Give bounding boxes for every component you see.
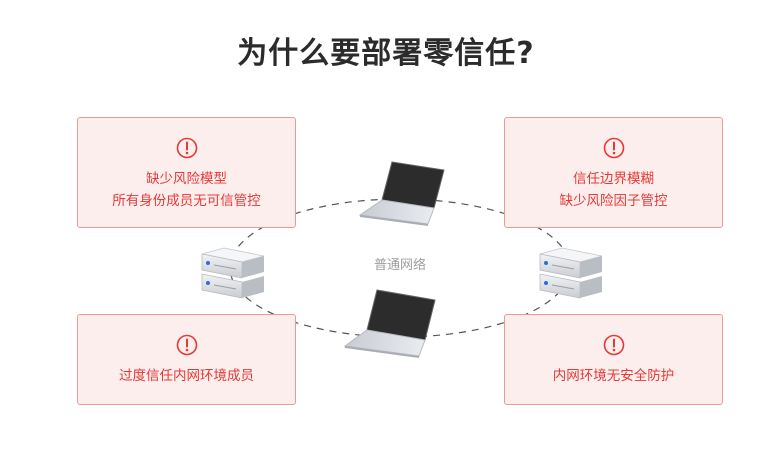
risk-card-bottom-right: 内网环境无安全防护 [504, 314, 723, 405]
server-icon [201, 247, 265, 299]
alert-circle-icon [176, 334, 197, 356]
card-text-line: 内网环境无安全防护 [552, 368, 675, 384]
server-icon [539, 247, 603, 299]
card-text-line: 所有身份成员无可信管控 [112, 193, 261, 209]
alert-circle-icon [603, 137, 624, 159]
risk-card-top-left: 缺少风险模型 所有身份成员无可信管控 [77, 117, 296, 228]
card-text-line: 缺少风险因子管控 [559, 193, 668, 209]
risk-card-top-right: 信任边界模糊 缺少风险因子管控 [504, 117, 723, 228]
card-text-line: 过度信任内网环境成员 [119, 368, 254, 384]
card-text-line: 信任边界模糊 [573, 171, 654, 187]
network-label: 普通网络 [373, 258, 426, 273]
alert-circle-icon [603, 334, 624, 356]
card-text-line: 缺少风险模型 [146, 171, 227, 187]
laptop-icon [343, 289, 436, 358]
risk-card-bottom-left: 过度信任内网环境成员 [77, 314, 296, 405]
laptop-icon [358, 161, 445, 226]
alert-circle-icon [176, 137, 197, 159]
page-title: 为什么要部署零信任? [237, 36, 535, 71]
